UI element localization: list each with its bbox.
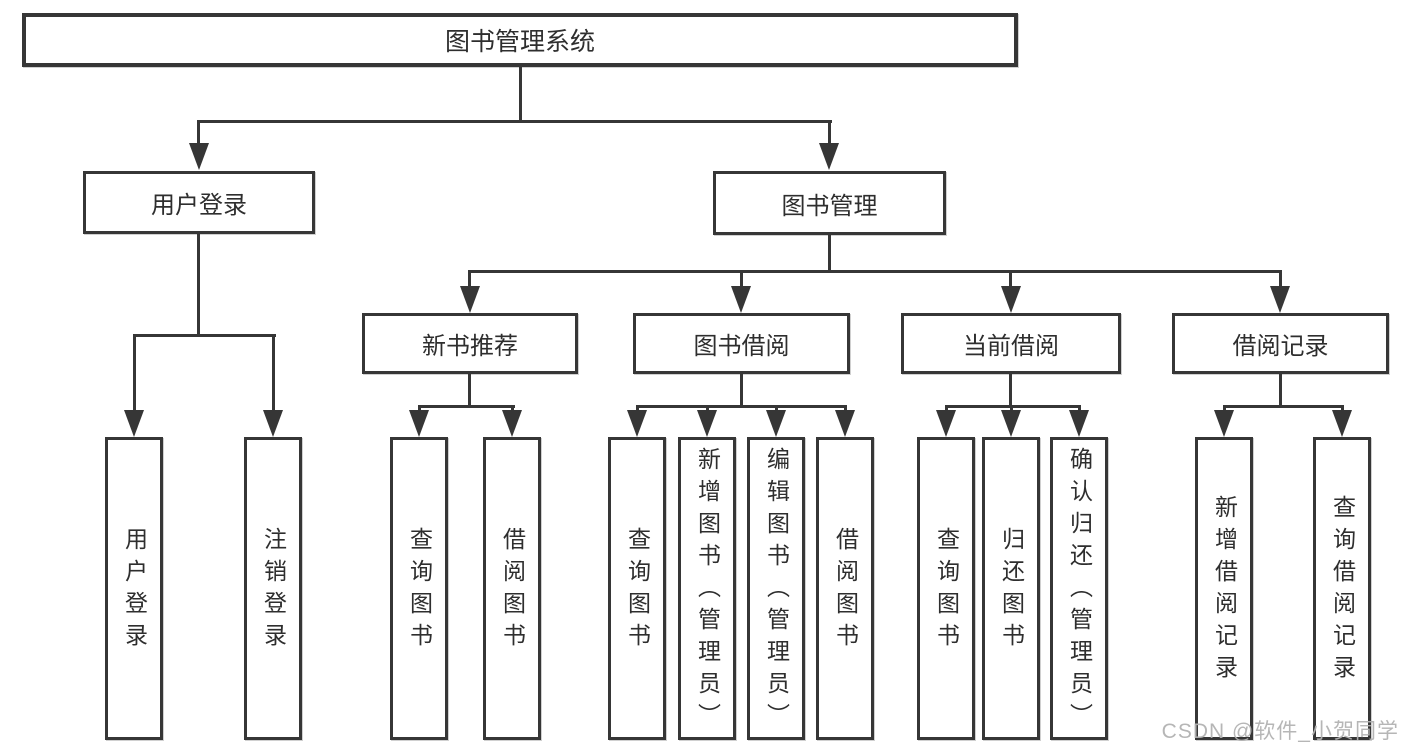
node-user-login: 用户登录 — [83, 171, 315, 234]
leaf-borrow-books: 借阅图书 — [816, 437, 874, 740]
connector-line — [1078, 405, 1081, 413]
connector-line — [468, 270, 471, 287]
arrow-down-icon — [627, 410, 647, 437]
arrow-down-icon — [263, 410, 283, 437]
connector-line — [1009, 374, 1012, 407]
arrow-down-icon — [1001, 286, 1021, 313]
connector-line — [519, 66, 522, 122]
leaf-user-login: 用户登录 — [105, 437, 163, 740]
node-book-borrow: 图书借阅 — [633, 313, 850, 374]
node-book-management: 图书管理 — [713, 171, 946, 235]
connector-line — [945, 405, 948, 413]
connector-line — [511, 405, 514, 413]
leaf-logout: 注销登录 — [244, 437, 302, 740]
arrow-down-icon — [835, 410, 855, 437]
connector-line — [418, 405, 421, 413]
connector-line — [418, 405, 515, 408]
leaf-add-borrow-record: 新增借阅记录 — [1195, 437, 1253, 740]
arrow-down-icon — [1001, 410, 1021, 437]
node-borrow-records: 借阅记录 — [1172, 313, 1389, 374]
arrow-down-icon — [502, 410, 522, 437]
arrow-down-icon — [1069, 410, 1089, 437]
arrow-down-icon — [460, 286, 480, 313]
leaf-query-books-recommend: 查询图书 — [390, 437, 448, 740]
connector-line — [1009, 270, 1012, 287]
arrow-down-icon — [1214, 410, 1234, 437]
node-root-library-system: 图书管理系统 — [22, 13, 1018, 67]
connector-line — [1341, 405, 1344, 413]
connector-line — [1279, 270, 1282, 287]
connector-line — [1279, 374, 1282, 407]
connector-line — [197, 120, 200, 146]
connector-line — [197, 120, 832, 123]
connector-line — [636, 405, 639, 413]
connector-line — [272, 334, 275, 412]
connector-line — [740, 374, 743, 407]
arrow-down-icon — [697, 410, 717, 437]
watermark: CSDN @软件_小贺同学 — [1161, 720, 1399, 743]
connector-line — [133, 334, 136, 412]
leaf-confirm-return-admin: 确认归还（管理员） — [1050, 437, 1108, 740]
node-new-book-recommend: 新书推荐 — [362, 313, 578, 374]
connector-line — [775, 405, 778, 413]
leaf-query-borrow-record: 查询借阅记录 — [1313, 437, 1371, 740]
leaf-edit-book-admin: 编辑图书（管理员） — [747, 437, 805, 740]
connector-line — [740, 270, 743, 287]
arrow-down-icon — [936, 410, 956, 437]
connector-line — [197, 233, 200, 336]
connector-line — [828, 234, 831, 272]
connector-line — [1223, 405, 1226, 413]
connector-line — [828, 120, 831, 146]
connector-line — [468, 270, 1282, 273]
connector-line — [468, 374, 471, 407]
leaf-query-books-current: 查询图书 — [917, 437, 975, 740]
connector-line — [636, 405, 847, 408]
arrow-down-icon — [819, 143, 839, 170]
node-current-borrow: 当前借阅 — [901, 313, 1121, 374]
leaf-add-book-admin: 新增图书（管理员） — [678, 437, 736, 740]
arrow-down-icon — [1332, 410, 1352, 437]
connector-line — [945, 405, 1081, 408]
arrow-down-icon — [766, 410, 786, 437]
arrow-down-icon — [1270, 286, 1290, 313]
arrow-down-icon — [731, 286, 751, 313]
leaf-query-books-borrow: 查询图书 — [608, 437, 666, 740]
leaf-return-books: 归还图书 — [982, 437, 1040, 740]
arrow-down-icon — [189, 143, 209, 170]
connector-line — [133, 334, 276, 337]
arrow-down-icon — [124, 410, 144, 437]
leaf-borrow-books-recommend: 借阅图书 — [483, 437, 541, 740]
connector-line — [1010, 405, 1013, 413]
connector-line — [1223, 405, 1344, 408]
connector-line — [706, 405, 709, 413]
connector-line — [844, 405, 847, 413]
arrow-down-icon — [409, 410, 429, 437]
